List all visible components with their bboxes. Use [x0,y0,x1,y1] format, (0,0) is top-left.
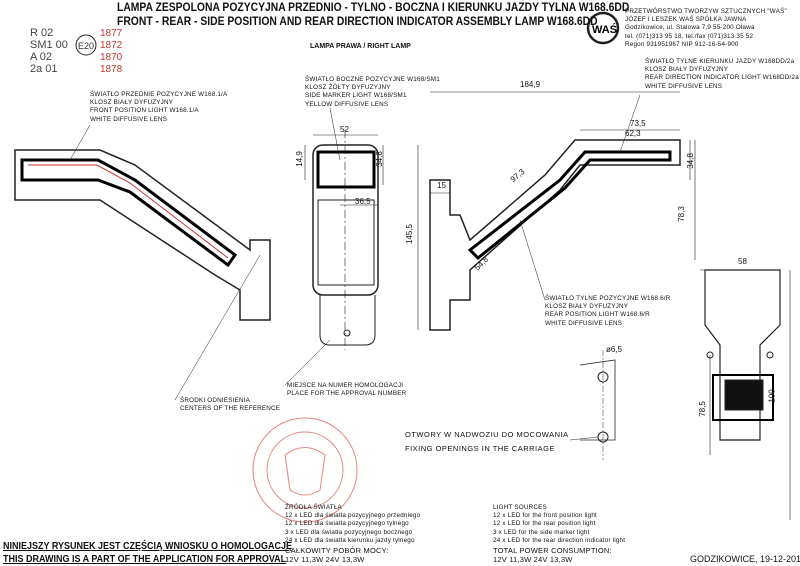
power-values: 12V 11,3W 24V 13,3W [285,555,365,564]
dim-label: 78,3 [676,206,686,222]
mount-bracket-view [704,269,781,441]
dim-label: ø6,5 [606,345,623,354]
power-label: TOTAL POWER CONSUMPTION: [493,546,612,555]
rear-view-lamp [429,139,681,331]
dim-label: 145,5 [405,223,415,245]
front-view-lamp [14,149,271,321]
power-pl: CAŁKOWITY POBÓR MOCY:12V 11,3W 24V 13,3W [285,546,389,564]
power-values: 12V 11,3W 24V 13,3W [493,555,573,564]
svg-text:WAŚ: WAŚ [592,23,617,36]
title-line-1: LAMPA ZESPOLONA POZYCYJNA PRZEDNIO - TYL… [117,2,630,14]
was-logo: WAŚ [586,11,620,45]
dim-label: 52 [340,125,349,134]
company-line: PRZETWÓRSTWO TWORZYW SZTUCZNYCH "WAŚ" [625,8,787,15]
power-label: CAŁKOWITY POBÓR MOCY: [285,546,389,555]
company-line: tel. (071)313 95 18, tel./fax (071)313 3… [625,32,754,40]
approval-number: 1872 [100,40,123,51]
approval-number: 1877 [100,28,123,39]
dim-label: 100 [767,389,777,403]
approval-code: R 02 [30,27,54,39]
company-line: JÓZEF I LESZEK WAŚ SPÓŁKA JAWNA [625,16,747,24]
fixing-holes [579,350,616,460]
company-line: Regon 931951967 NIP 912-16-54-900 [625,40,739,48]
dim-label: 58 [738,257,747,266]
approval-code: SM1 00 [30,39,68,51]
approval-stamp [252,417,358,523]
subtitle: LAMPA PRAWA / RIGHT LAMP [310,43,411,50]
approval-number: 1878 [100,64,123,75]
dim-label: 34,8 [685,153,695,169]
dim-label: 36,5 [355,197,371,206]
power-en: TOTAL POWER CONSUMPTION:12V 11,3W 24V 13… [493,546,612,564]
footer-date: GODZIKOWICE, 19-12-2017 [690,554,800,564]
dim-label: 14,9 [294,151,304,167]
dim-label: 62,3 [625,129,641,138]
dim-label: 73,5 [630,119,646,128]
dim-label: 78,5 [697,401,707,417]
company-line: Godzikowice, ul. Stalowa 7,9 55-200 Oław… [625,24,755,32]
approval-number: 1870 [100,52,123,63]
dim-label: 184,9 [520,80,541,89]
footer-line-1: NINIEJSZY RYSUNEK JEST CZĘŚCIĄ WNIOSKU O… [3,541,293,552]
title-line-2: FRONT - REAR - SIDE POSITION AND REAR DI… [117,16,598,28]
leader-lines [69,94,641,441]
side-view-lamp [312,130,379,350]
e-mark-logo: E20 [75,34,97,56]
dim-label: 34,8 [374,151,384,167]
footer-line-2: THIS DRAWING IS A PART OF THE APPLICATIO… [3,554,287,565]
svg-text:E20: E20 [78,41,94,51]
dim-label: 15 [437,181,446,190]
approval-code: A 02 [30,51,53,63]
company-info: PRZETWÓRSTWO TWORZYW SZTUCZNYCH "WAŚ" JÓ… [625,8,787,49]
approval-code: 2a 01 [30,63,58,75]
